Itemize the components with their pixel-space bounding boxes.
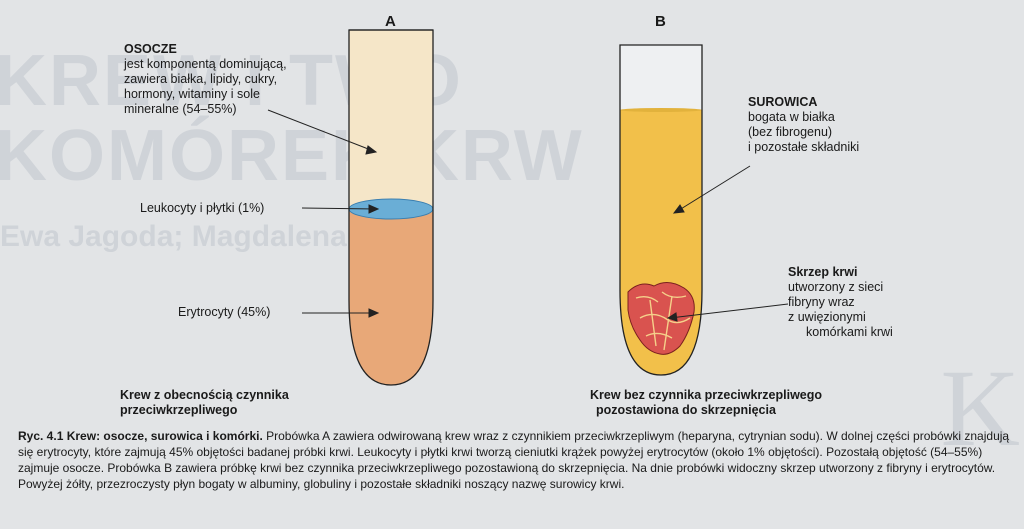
tube-b — [619, 44, 703, 376]
figure-caption-text: Probówka A zawiera odwirowaną krew wraz … — [18, 429, 1010, 491]
serum-label: SUROWICA bogata w białka (bez fibrogenu)… — [748, 95, 948, 155]
tube-a-caption-line: przeciwkrzepliwego — [120, 403, 238, 417]
serum-title: SUROWICA — [748, 95, 818, 109]
tube-b-clot — [627, 282, 695, 355]
background-side-letter: K — [940, 347, 1020, 469]
serum-desc-line: (bez fibrogenu) — [748, 125, 833, 139]
clot-desc-line: utworzony z sieci — [788, 280, 884, 294]
buffy-coat-label: Leukocyty i płytki (1%) — [140, 201, 265, 215]
tube-b-empty — [620, 45, 702, 110]
tube-b-caption-line: Krew bez czynnika przeciwkrzepliwego — [590, 388, 823, 402]
leader-lines — [267, 109, 789, 322]
figure-number: Ryc. 4.1 — [18, 429, 64, 443]
plasma-desc-line: jest komponentą dominującą, — [124, 57, 287, 71]
tube-a-erythrocytes — [349, 212, 433, 385]
plasma-title: OSOCZE — [124, 42, 177, 56]
plasma-label: OSOCZE jest komponentą dominującą, zawie… — [124, 42, 324, 117]
figure-caption: Ryc. 4.1 Krew: osocze, surowica i komórk… — [18, 428, 1012, 492]
tube-a-caption-line: Krew z obecnością czynnika — [120, 388, 289, 402]
clot-desc-line: fibryny wraz — [788, 295, 855, 309]
tube-a-letter: A — [385, 13, 396, 30]
tube-b-letter: B — [655, 13, 666, 30]
plasma-desc-line: hormony, witaminy i sole — [124, 87, 260, 101]
tube-a-caption: Krew z obecnością czynnika przeciwkrzepl… — [120, 388, 289, 418]
clot-desc-line: komórkami krwi — [806, 325, 893, 339]
plasma-desc-line: mineralne (54–55%) — [124, 102, 237, 116]
clot-label: Skrzep krwi utworzony z sieci fibryny wr… — [788, 265, 928, 340]
figure-title: Krew: osocze, surowica i komórki. — [66, 429, 263, 443]
background-author-line: Ewa Jagoda; Magdalena — [0, 220, 347, 253]
background-heading-bottom: KOMÓREK KRW — [0, 116, 584, 196]
tube-a-outline — [348, 29, 434, 386]
clot-desc-line: z uwięzionymi — [788, 310, 866, 324]
tube-b-caption-line: pozostawiona do skrzepnięcia — [596, 403, 776, 417]
erythrocytes-label: Erytrocyty (45%) — [178, 305, 271, 319]
plasma-desc-line: zawiera białka, lipidy, cukry, — [124, 72, 278, 86]
tube-a — [348, 29, 434, 386]
serum-desc-line: bogata w białka — [748, 110, 835, 124]
clot-title: Skrzep krwi — [788, 265, 858, 279]
serum-desc-line: i pozostałe składniki — [748, 140, 860, 154]
tube-a-plasma — [349, 30, 433, 210]
tube-b-outline — [619, 44, 703, 376]
tube-b-caption: Krew bez czynnika przeciwkrzepliwego poz… — [590, 388, 822, 418]
